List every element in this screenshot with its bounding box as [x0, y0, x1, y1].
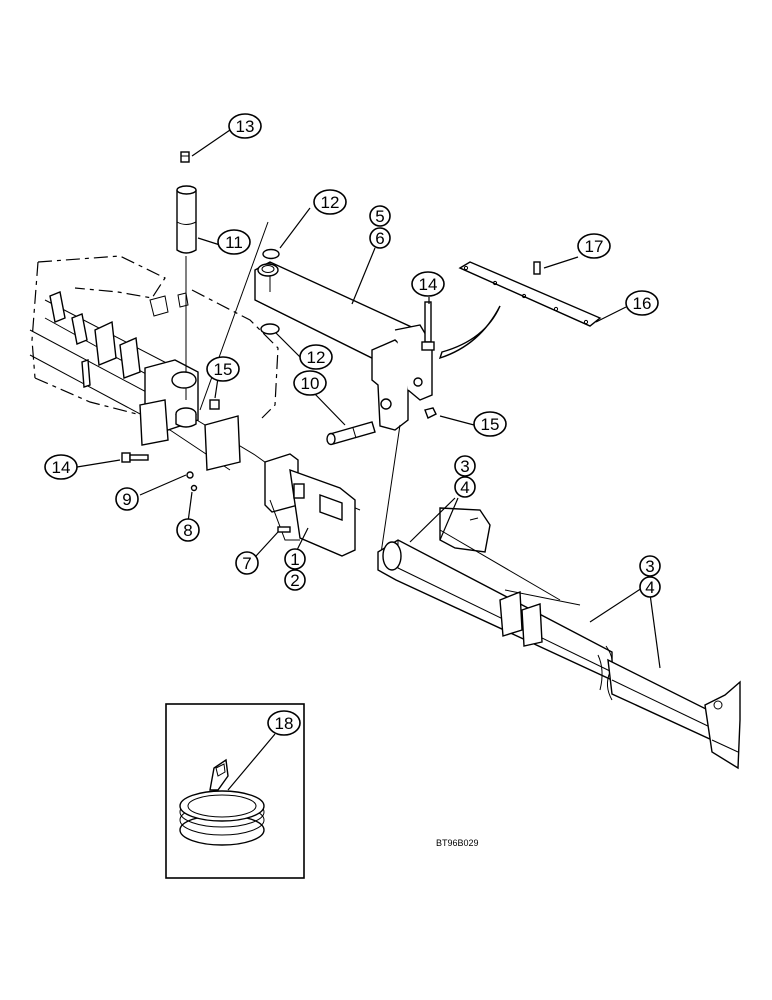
curved-line-to-plate [438, 305, 501, 360]
set-screw-13 [180, 151, 190, 163]
svg-text:6: 6 [375, 229, 384, 248]
callout-3-lower: 3 [639, 555, 661, 577]
svg-text:14: 14 [419, 275, 438, 294]
leader-lines [76, 129, 661, 791]
callout-4-upper: 4 [454, 476, 476, 498]
svg-text:10: 10 [301, 374, 320, 393]
callouts: 13 11 12 12 5 6 17 16 [44, 113, 661, 736]
callout-12-top: 12 [313, 189, 347, 215]
callout-8: 8 [176, 518, 200, 542]
svg-text:15: 15 [481, 415, 500, 434]
bolt-14-lower [121, 452, 149, 463]
svg-text:13: 13 [236, 117, 255, 136]
svg-text:18: 18 [275, 714, 294, 733]
callout-9: 9 [115, 487, 139, 511]
drawing-code: BT96B029 [436, 838, 479, 848]
svg-text:4: 4 [460, 478, 469, 497]
callout-4-lower: 4 [639, 576, 661, 598]
washer-8 [190, 484, 198, 492]
nut-9 [186, 471, 194, 479]
svg-text:12: 12 [307, 348, 326, 367]
callout-11: 11 [217, 229, 251, 255]
callout-15-right: 15 [473, 411, 507, 437]
svg-text:3: 3 [460, 457, 469, 476]
callout-18: 18 [267, 710, 301, 736]
inset-box [165, 703, 305, 879]
svg-text:4: 4 [645, 578, 654, 597]
callout-16: 16 [625, 290, 659, 316]
pin-10 [326, 421, 376, 446]
svg-text:8: 8 [183, 521, 192, 540]
tape-roll-18 [179, 758, 265, 846]
pin-7 [277, 526, 291, 533]
screw-17 [533, 261, 541, 275]
callout-6: 6 [369, 227, 391, 249]
svg-text:14: 14 [52, 458, 71, 477]
nut-15-left [209, 399, 220, 410]
callout-15-left: 15 [206, 356, 240, 382]
nut-15-right [424, 407, 437, 419]
callout-1: 1 [284, 548, 306, 570]
svg-text:9: 9 [122, 490, 131, 509]
svg-text:17: 17 [585, 237, 604, 256]
pivot-bushing [171, 371, 197, 428]
svg-text:15: 15 [214, 360, 233, 379]
callout-2: 2 [284, 569, 306, 591]
svg-text:5: 5 [375, 207, 384, 226]
callout-7: 7 [235, 551, 259, 575]
svg-text:3: 3 [645, 557, 654, 576]
svg-text:16: 16 [633, 294, 652, 313]
svg-text:2: 2 [290, 571, 299, 590]
callout-5: 5 [369, 205, 391, 227]
callout-17: 17 [577, 233, 611, 259]
bolt-14-upper [421, 301, 435, 351]
svg-text:1: 1 [290, 550, 299, 569]
mount-bracket-1-2 [264, 453, 356, 557]
callout-12-bottom: 12 [299, 344, 333, 370]
svg-text:12: 12 [321, 193, 340, 212]
callout-14-upper: 14 [411, 271, 445, 297]
callout-10: 10 [293, 370, 327, 396]
svg-text:7: 7 [242, 554, 251, 573]
callout-3-upper: 3 [454, 455, 476, 477]
callout-14-lower: 14 [44, 454, 78, 480]
cover-plate-16 [458, 261, 602, 327]
callout-13: 13 [228, 113, 262, 139]
boom-3-4 [377, 507, 741, 770]
svg-text:11: 11 [225, 233, 243, 252]
